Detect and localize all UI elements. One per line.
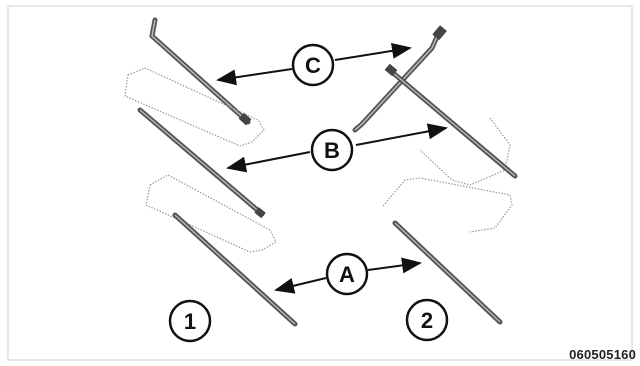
figure-code: 060505160 bbox=[569, 347, 636, 362]
arrow-a-right bbox=[367, 257, 422, 274]
arrow-c-right bbox=[334, 42, 412, 61]
arrow-c-left bbox=[216, 68, 293, 86]
arrow-a-left bbox=[274, 277, 327, 294]
part-c-left bbox=[149, 17, 252, 126]
callout-b-label: B bbox=[324, 138, 340, 163]
callout-2-label: 2 bbox=[421, 308, 433, 333]
callout-1-label: 1 bbox=[184, 309, 196, 334]
arrow-b-right bbox=[355, 123, 448, 146]
part-a-right bbox=[382, 177, 513, 325]
arrow-b-left bbox=[226, 151, 311, 173]
part-b-left bbox=[124, 67, 266, 219]
callout-c-circle bbox=[291, 43, 335, 87]
part-b-right bbox=[384, 63, 518, 186]
callout-2-circle bbox=[405, 298, 449, 342]
part-a-left bbox=[145, 174, 298, 327]
callout-1-circle bbox=[168, 299, 212, 343]
part-c-right bbox=[352, 25, 447, 133]
callout-b-circle bbox=[310, 128, 354, 172]
callout-a-label: A bbox=[339, 262, 355, 287]
callout-c-label: C bbox=[305, 53, 321, 78]
callout-a-circle bbox=[325, 252, 369, 296]
